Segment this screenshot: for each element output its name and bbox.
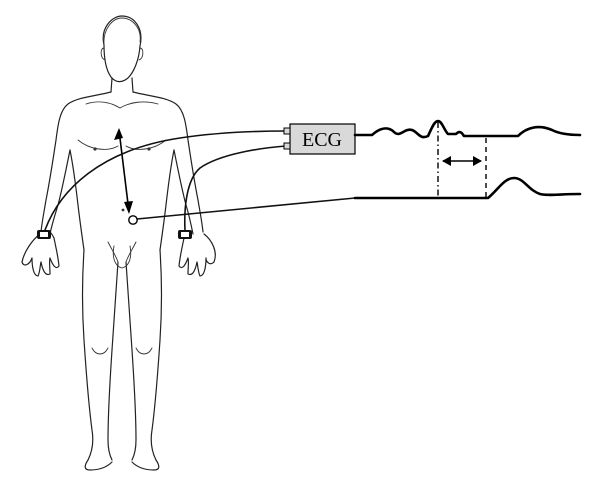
- right-wrist-electrode: [178, 230, 192, 239]
- left-hand: [21, 231, 60, 277]
- hair-outline: [103, 17, 141, 45]
- right-arm-outline: [132, 91, 204, 233]
- left-foot: [84, 459, 113, 471]
- double-headed-arrow: [114, 128, 133, 214]
- left-ear: [100, 47, 106, 61]
- left-wrist-cable: [44, 130, 287, 231]
- ecg-waveform: [353, 119, 582, 139]
- ecg-label: ECG: [302, 129, 342, 151]
- pectoral-left: [77, 139, 119, 150]
- neck-right: [131, 77, 134, 93]
- human-figure: [21, 15, 216, 471]
- pectoral-right: [125, 139, 167, 150]
- groin: [107, 241, 137, 263]
- navel: [121, 208, 125, 212]
- right-wrist-cable: [183, 145, 287, 231]
- left-leg-outer: [81, 249, 94, 461]
- pulse-waveform: [353, 176, 582, 200]
- head-outline: [102, 15, 142, 83]
- torso-right: [159, 149, 175, 251]
- left-knee: [91, 347, 109, 355]
- neck-left: [110, 77, 113, 93]
- right-arm-inner: [173, 149, 194, 235]
- genitals: [112, 245, 132, 269]
- right-hand: [178, 231, 216, 277]
- timing-markers: [437, 122, 487, 198]
- right-foot: [131, 459, 160, 471]
- right-leg-inner: [125, 261, 137, 461]
- ecg-port-top: [283, 127, 291, 135]
- right-leg-outer: [150, 249, 163, 461]
- left-nipple: [93, 147, 97, 151]
- sensor-cable: [136, 197, 356, 220]
- right-nipple: [147, 147, 151, 151]
- right-knee: [135, 347, 153, 355]
- collarbones: [85, 101, 159, 109]
- abdominal-sensor: [128, 215, 138, 225]
- right-ear: [138, 47, 144, 61]
- ecg-box: [289, 123, 356, 155]
- left-leg-inner: [107, 261, 119, 461]
- torso-left: [69, 149, 85, 251]
- ecg-device: ECG: [283, 123, 356, 155]
- ecg-port-bottom: [283, 142, 291, 150]
- left-arm-outline: [40, 91, 112, 233]
- transit-time-arrow: [442, 156, 482, 166]
- left-wrist-electrode: [37, 230, 51, 239]
